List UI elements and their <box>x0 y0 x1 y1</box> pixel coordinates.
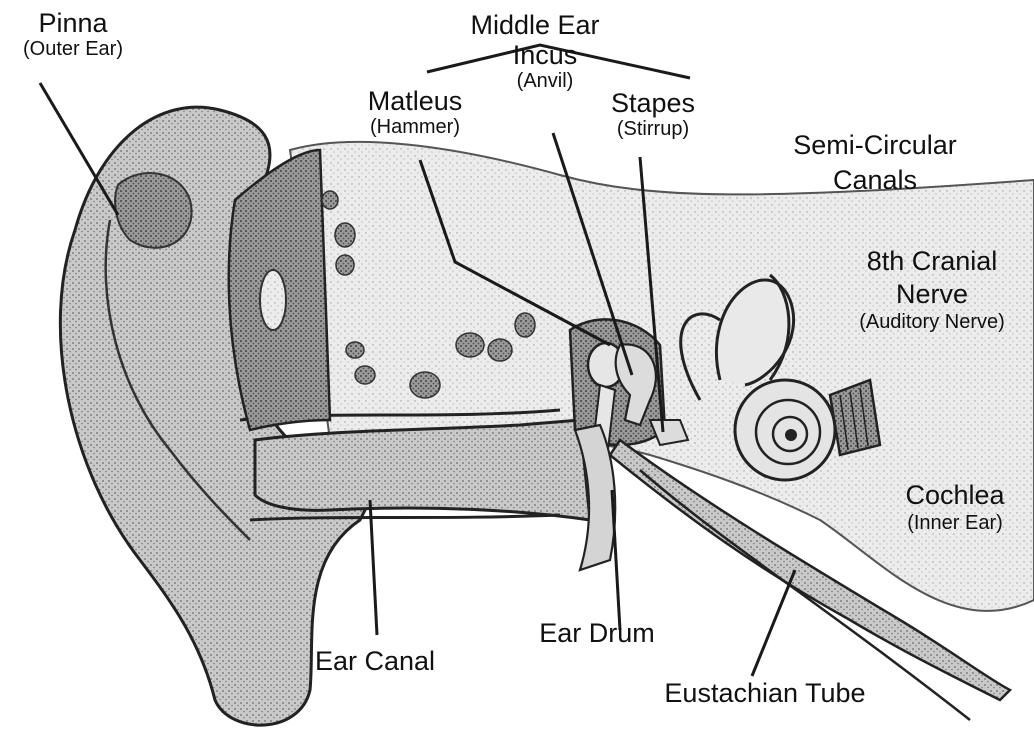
label-eustachian: Eustachian Tube <box>625 680 905 707</box>
pinna-helix-hollow <box>115 173 191 248</box>
malleus-sub: (Hammer) <box>350 117 480 137</box>
label-middle-ear: Middle Ear <box>455 12 615 39</box>
label-cochlea: Cochlea (Inner Ear) <box>880 482 1030 533</box>
incus-name: Incus <box>495 42 595 69</box>
nerve-sub: (Auditory Nerve) <box>832 312 1032 332</box>
label-semicircular: Semi-Circular Canals <box>770 132 980 194</box>
ear-canal-leader <box>370 500 377 635</box>
label-ear-canal: Ear Canal <box>295 648 455 675</box>
stapes-name: Stapes <box>598 90 708 117</box>
eustachian-leader <box>752 570 795 676</box>
pinna-leader <box>40 83 118 215</box>
auditory-nerve-shape <box>830 380 880 455</box>
label-malleus: Matleus (Hammer) <box>350 88 480 137</box>
cochlea-sub: (Inner Ear) <box>880 513 1030 533</box>
semicircular-line2: Canals <box>770 167 980 194</box>
pinna-sub: (Outer Ear) <box>8 39 138 59</box>
incus-sub: (Anvil) <box>495 71 595 91</box>
malleus-name: Matleus <box>350 88 480 115</box>
nerve-line1: 8th Cranial <box>832 248 1032 275</box>
label-incus: Incus (Anvil) <box>495 42 595 91</box>
semicircular-line1: Semi-Circular <box>770 132 980 159</box>
cartilage-spot <box>260 270 286 330</box>
label-pinna: Pinna (Outer Ear) <box>8 10 138 59</box>
label-ear-drum: Ear Drum <box>522 620 672 647</box>
label-stapes: Stapes (Stirrup) <box>598 90 708 139</box>
cochlea-name: Cochlea <box>880 482 1030 509</box>
label-nerve: 8th Cranial Nerve (Auditory Nerve) <box>832 248 1032 332</box>
nerve-line2: Nerve <box>832 281 1032 308</box>
pinna-name: Pinna <box>8 10 138 37</box>
cochlea-shape <box>735 380 835 480</box>
ear-canal-shape <box>255 420 590 520</box>
stapes-sub: (Stirrup) <box>598 119 708 139</box>
